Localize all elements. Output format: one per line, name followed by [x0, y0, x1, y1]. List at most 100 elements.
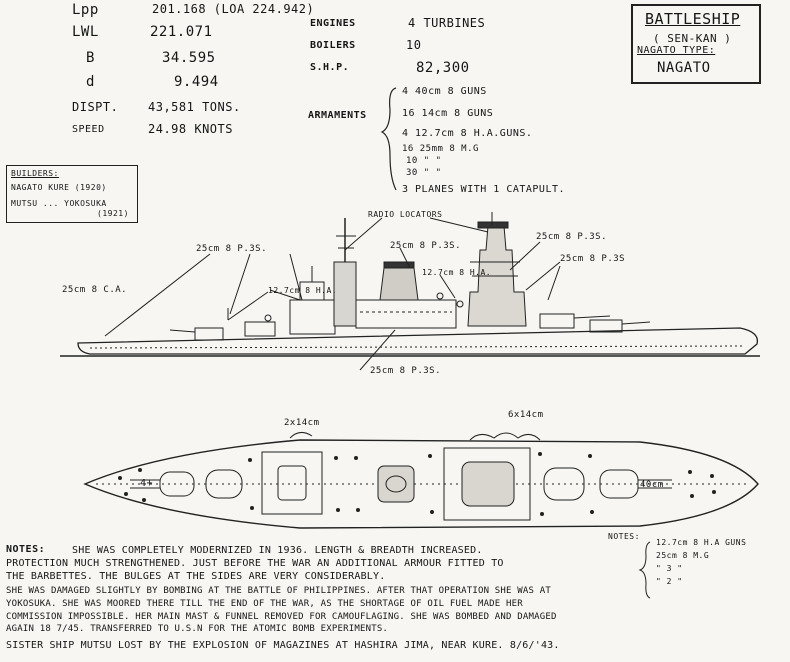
profile-view	[60, 212, 760, 371]
aa-gun	[436, 292, 444, 300]
gun-barrel	[169, 329, 196, 333]
armament-item: 16 14cm 8 GUNS	[402, 108, 494, 119]
builders-line-1: NAGATO KURE (1920)	[11, 183, 107, 192]
profile-label: 25cm 8 P.3S.	[390, 241, 462, 251]
note-line: SHE WAS DAMAGED SLIGHTLY BY BOMBING AT T…	[6, 586, 551, 596]
leader-line	[359, 329, 396, 371]
title-senkan: ( SEN-KAN )	[653, 32, 732, 45]
armament-brace	[380, 87, 397, 191]
leader-line	[344, 217, 383, 251]
dispt-label: DISPT.	[72, 100, 119, 114]
leader-line	[525, 261, 561, 291]
gun-barrel	[621, 321, 651, 325]
legend-item: " 2 "	[656, 577, 683, 586]
plan-turret-b	[543, 467, 585, 501]
plan-bridge	[461, 461, 515, 507]
leader-line	[229, 253, 251, 315]
leader-line	[269, 289, 301, 301]
plan-view	[83, 432, 759, 529]
plan-label-fore: 40cm	[640, 480, 664, 490]
label-radio-locators: RADIO LOCATORS	[368, 210, 443, 219]
aft-superstructure	[289, 299, 336, 335]
title-type: NAGATO TYPE:	[637, 45, 716, 56]
builders-line-2: MUTSU ... YOKOSUKA	[11, 199, 107, 208]
shp-value: 82,300	[416, 60, 470, 76]
plan-funnel	[377, 465, 415, 503]
title-box: BATTLESHIP ( SEN-KAN ) NAGATO TYPE: NAGA…	[631, 4, 761, 84]
builders-line-3: (1921)	[97, 209, 129, 218]
profile-label: 25cm 8 P.3S	[560, 254, 626, 264]
profile-label: 25cm 8 C.A.	[62, 285, 128, 295]
b-label: B	[86, 50, 95, 66]
crane	[227, 291, 269, 321]
midship-deckhouse	[355, 299, 457, 329]
builders-heading: BUILDERS:	[11, 169, 59, 178]
armament-item: 16 25mm 8 M.G	[402, 144, 479, 154]
leader-line	[289, 253, 303, 301]
leader-line	[104, 253, 211, 337]
turret-x	[194, 327, 224, 341]
leader-line	[429, 217, 489, 233]
plan-secondary-guns	[118, 452, 716, 516]
profile-label: 25cm 8 P.3S.	[370, 366, 442, 376]
turret-b	[539, 313, 575, 329]
note-line: COMMISSION IMPOSSIBLE. HER MAIN MAST & F…	[6, 612, 557, 622]
hull-detail	[89, 345, 746, 349]
profile-label: 12.7cm 8 H.A.	[268, 286, 338, 295]
gun-barrel	[573, 315, 611, 319]
plan-label-aft: 4+	[140, 478, 154, 489]
hull	[77, 327, 759, 355]
profile-label: 25cm 8 P.3S.	[196, 244, 268, 254]
boilers-label: BOILERS	[310, 40, 356, 51]
speed-value: 24.98 KNOTS	[148, 122, 233, 136]
plan-turret-a	[599, 469, 639, 499]
armaments-label: ARMAMENTS	[308, 110, 367, 121]
title-battleship: BATTLESHIP	[645, 10, 741, 28]
lwl-label: LWL	[72, 24, 99, 40]
title-name: NAGATO	[657, 60, 711, 76]
speed-label: SPEED	[72, 124, 105, 135]
plan-aft-super	[261, 451, 323, 515]
boilers-value: 10	[406, 38, 422, 52]
lwl-value: 221.071	[150, 24, 213, 40]
legend-item: 25cm 8 M.G	[656, 551, 710, 560]
main-mast-structure	[333, 261, 357, 327]
funnel	[379, 267, 419, 301]
note-line: SISTER SHIP MUTSU LOST BY THE EXPLOSION …	[6, 640, 560, 651]
builders-box: BUILDERS: NAGATO KURE (1920) MUTSU ... Y…	[6, 165, 138, 223]
profile-label: 12.7cm 8 H.A.	[422, 268, 492, 277]
legend-brace	[638, 541, 651, 599]
note-line: AGAIN 18 7/45. TRANSFERRED TO U.S.N FOR …	[6, 624, 389, 634]
notes-heading: NOTES:	[6, 544, 46, 555]
dispt-value: 43,581 TONS.	[148, 100, 241, 114]
note-line: SHE WAS COMPLETELY MODERNIZED IN 1936. L…	[72, 545, 483, 556]
leader-line	[439, 274, 456, 299]
plan-label-six: 6x14cm	[508, 410, 544, 420]
bridge-top	[477, 221, 509, 229]
lpp-label: Lpp	[72, 2, 99, 18]
plan-bridge-deck	[443, 447, 531, 521]
plan-funnel-top	[385, 475, 407, 493]
d-value: 9.494	[174, 74, 219, 90]
turret-y	[244, 321, 276, 337]
legend-heading: NOTES:	[608, 532, 640, 541]
leader-line	[547, 265, 561, 301]
note-line: THE BARBETTES. THE BULGES AT THE SIDES A…	[6, 571, 386, 582]
armament-item: 4 40cm 8 GUNS	[402, 86, 487, 97]
plan-turret-x	[205, 469, 243, 499]
engines-value: 4 TURBINES	[408, 16, 486, 30]
armament-item: 4 12.7cm 8 H.A.GUNS.	[402, 128, 533, 139]
aa-gun	[456, 300, 464, 308]
plan-annotation-squiggle	[289, 432, 313, 439]
note-line: YOKOSUKA. SHE WAS MOORED THERE TILL THE …	[6, 599, 523, 609]
plan-annotation-squiggle	[469, 432, 541, 441]
d-label: d	[86, 74, 95, 90]
profile-label: 25cm 8 P.3S.	[536, 232, 608, 242]
plan-aft-tower	[277, 465, 307, 501]
engines-label: ENGINES	[310, 18, 356, 29]
leader-line	[399, 247, 411, 269]
lpp-value: 201.168 (LOA 224.942)	[152, 2, 315, 16]
aa-gun	[264, 314, 272, 322]
armament-item: 30 " "	[406, 168, 442, 178]
